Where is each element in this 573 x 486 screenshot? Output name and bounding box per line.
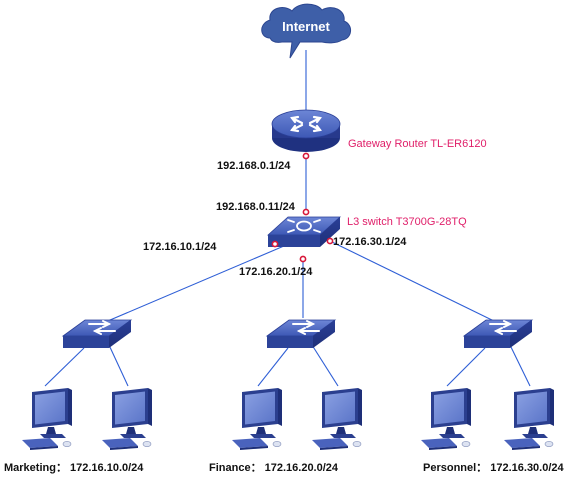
link-l3-marketing-switch <box>95 242 292 327</box>
finance-switch-icon <box>266 319 336 349</box>
l3-port-finance-marker <box>299 255 307 263</box>
personnel-pc-1-icon <box>420 387 472 451</box>
router-port-marker <box>302 152 310 160</box>
l3-port-ip-marketing-label: 172.16.10.1/24 <box>143 241 217 253</box>
marketing-pc-2-icon <box>101 387 153 451</box>
l3-port-ip-finance-label: 172.16.20.1/24 <box>239 266 313 278</box>
l3-uplink-ip-label: 192.168.0.11/24 <box>216 201 295 213</box>
l3-port-ip-personnel-label: 172.16.30.1/24 <box>333 236 407 248</box>
personnel-pc-2-icon <box>503 387 555 451</box>
finance-pc-1-icon <box>231 387 283 451</box>
l3-port-marketing-marker <box>271 240 279 248</box>
finance-pc-2-icon <box>311 387 363 451</box>
l3-uplink-port-marker <box>302 208 310 216</box>
l3-port-personnel-marker <box>326 237 334 245</box>
l3-switch-label: L3 switch T3700G-28TQ <box>347 216 467 228</box>
internet-cloud-icon <box>261 3 351 59</box>
gateway-router-icon <box>271 109 341 152</box>
marketing-pc-1-icon <box>21 387 73 451</box>
gateway-router-label: Gateway Router TL-ER6120 <box>348 138 487 150</box>
l3-switch-icon <box>266 216 342 247</box>
marketing-switch-icon <box>62 319 132 349</box>
personnel-switch-icon <box>463 319 533 349</box>
marketing-subnet-label: Marketing： 172.16.10.0/24 <box>4 462 144 474</box>
finance-subnet-label: Finance： 172.16.20.0/24 <box>209 462 339 474</box>
link-l3-personnel-switch <box>329 240 497 323</box>
internet-label: Internet <box>282 19 330 34</box>
gateway-lan-ip-label: 192.168.0.1/24 <box>217 160 291 172</box>
personnel-subnet-label: Personnel： 172.16.30.0/24 <box>423 462 564 474</box>
